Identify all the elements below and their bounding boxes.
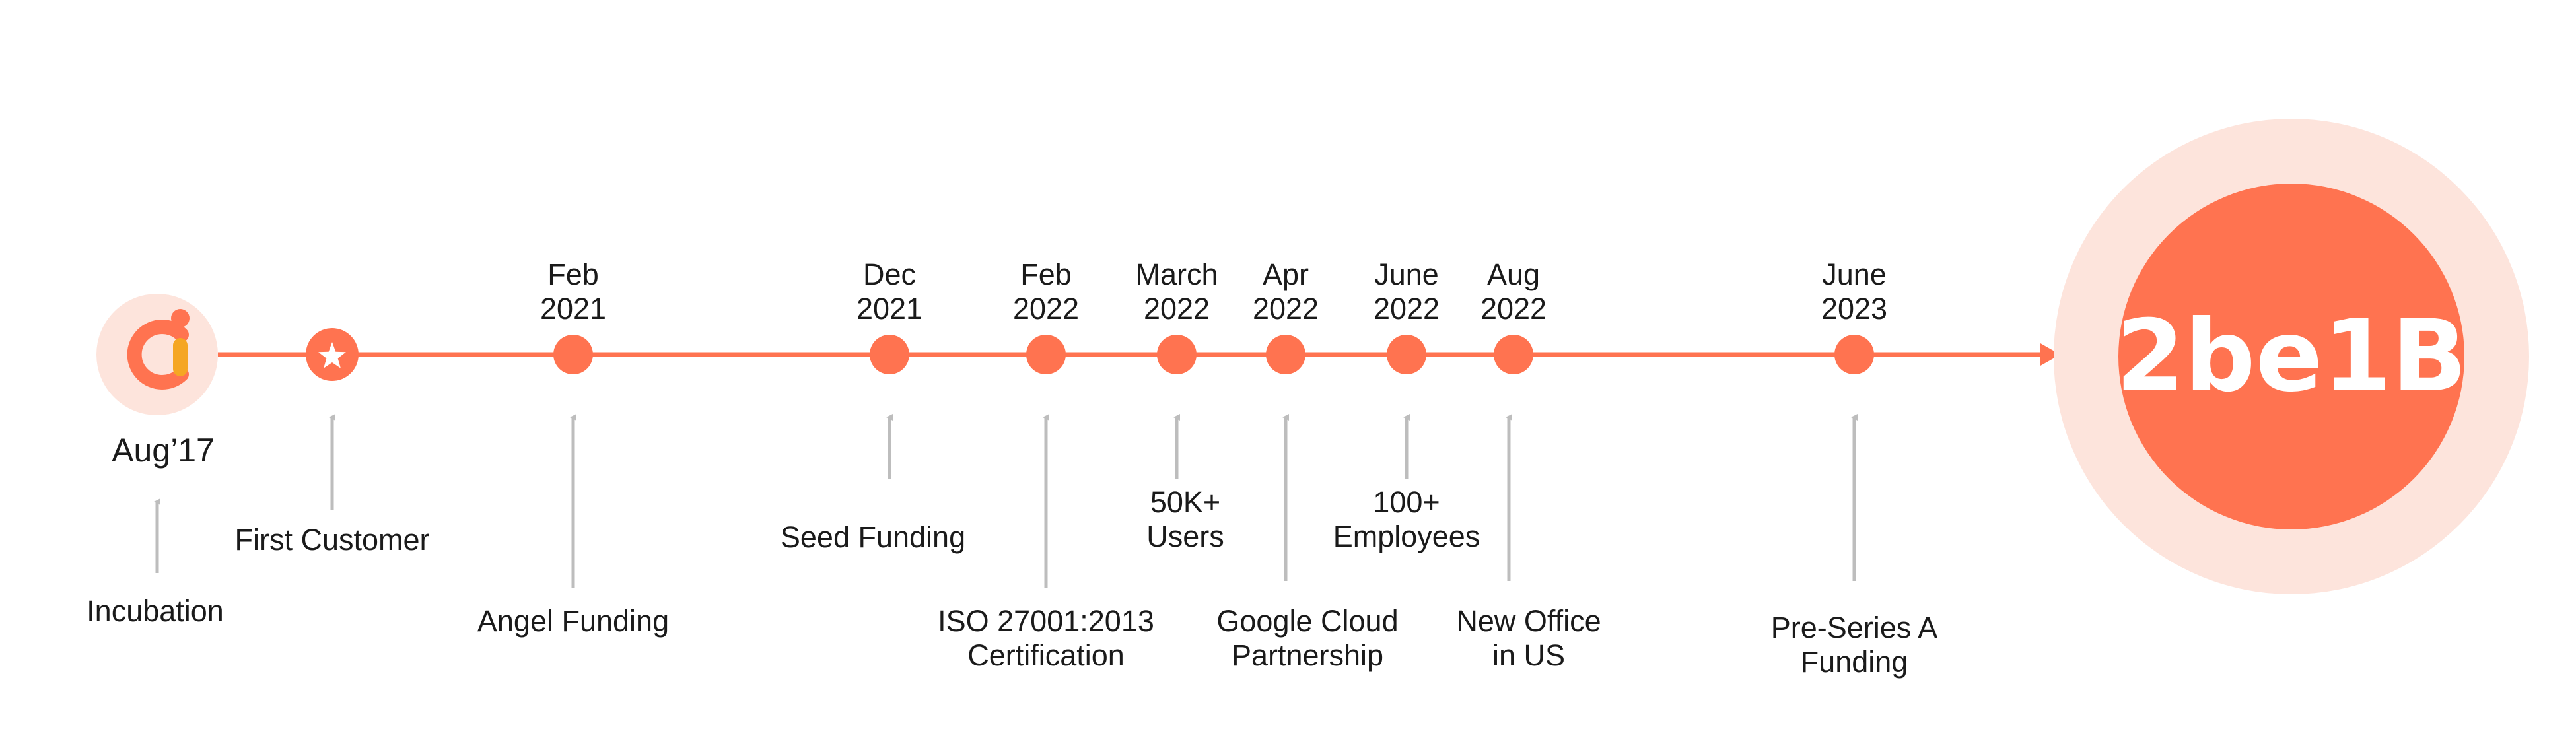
- milestone-label-line: Partnership: [1231, 638, 1384, 672]
- goal-label: 2be1B: [2115, 299, 2468, 414]
- milestone-dot: [1834, 335, 1874, 374]
- milestone-date-line: 2022: [1252, 292, 1319, 325]
- milestone-label: Angel Funding: [477, 604, 669, 638]
- milestone-label-line: First Customer: [234, 523, 430, 557]
- milestone-node: [1026, 335, 1066, 588]
- milestone-label: 100+Employees: [1333, 485, 1480, 554]
- milestone-dot: [1494, 335, 1533, 374]
- milestone-label-line: Seed Funding: [780, 520, 966, 554]
- milestone-node: [1834, 335, 1874, 581]
- start-date: Aug’17: [112, 432, 215, 469]
- milestone-dot: [1157, 335, 1197, 374]
- milestone-date-line: March: [1135, 257, 1218, 291]
- milestone-label: 50K+Users: [1146, 485, 1224, 554]
- milestone-date-line: Aug: [1486, 257, 1541, 291]
- milestone-date-line: Apr: [1262, 257, 1309, 291]
- logo-icon: [127, 309, 190, 390]
- milestone-node: [870, 335, 909, 479]
- milestone-label-line: Users: [1146, 520, 1224, 553]
- milestone-label-line: Funding: [1800, 645, 1908, 679]
- start-label: Incubation: [87, 594, 224, 628]
- milestone-date-line: Dec: [862, 257, 917, 291]
- milestone-dot: [870, 335, 909, 374]
- milestone-date-line: June: [1822, 257, 1887, 291]
- milestone-label-line: Certification: [967, 638, 1125, 672]
- milestone-date-line: 2022: [1373, 292, 1440, 325]
- milestone-label-line: in US: [1492, 638, 1566, 672]
- milestone-node: [1387, 335, 1426, 479]
- milestone-dot: [1266, 335, 1305, 374]
- milestone-label-line: Angel Funding: [477, 604, 670, 638]
- start-node: [96, 294, 218, 415]
- goal-node: [2054, 119, 2529, 594]
- milestone-node: [1494, 335, 1533, 581]
- milestone-date-line: 2021: [856, 292, 923, 325]
- milestone-dot: [1026, 335, 1066, 374]
- milestone-label: Seed Funding: [781, 520, 965, 555]
- milestone-node: [306, 328, 359, 510]
- milestone-label-line: New Office: [1456, 604, 1601, 638]
- milestone-date-line: 2022: [1012, 292, 1080, 325]
- milestone-date-line: 2023: [1821, 292, 1888, 325]
- milestone-label-line: 100+: [1373, 485, 1440, 519]
- milestone-node: [553, 335, 593, 588]
- milestone-date-line: Feb: [1020, 257, 1072, 291]
- milestone-dot: [1387, 335, 1426, 374]
- logo-background: [96, 294, 218, 415]
- milestone-label-line: Pre-Series A: [1770, 611, 1938, 644]
- timeline-arrowhead: [2040, 343, 2060, 366]
- milestone-node: [1266, 335, 1305, 581]
- goal-inner-circle: [2118, 184, 2464, 529]
- milestone-dot: [553, 335, 593, 374]
- milestone-label: First Customer: [234, 523, 429, 557]
- milestone-date-line: 2022: [1143, 292, 1210, 325]
- star-icon: [318, 342, 346, 368]
- milestone-date-line: Feb: [547, 257, 599, 291]
- milestone-label-line: 50K+: [1150, 485, 1221, 519]
- milestone-label-line: Employees: [1333, 520, 1480, 553]
- milestone-label-line: Google Cloud: [1216, 604, 1399, 638]
- milestone-date-line: June: [1374, 257, 1439, 291]
- milestone-label-line: ISO 27001:2013: [938, 604, 1154, 638]
- milestone-date-line: 2022: [1480, 292, 1547, 325]
- milestone-node: [1157, 335, 1197, 479]
- milestone-date-line: 2021: [540, 292, 607, 325]
